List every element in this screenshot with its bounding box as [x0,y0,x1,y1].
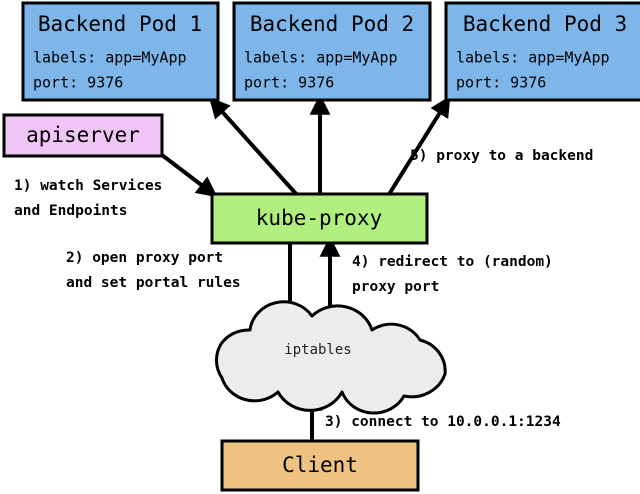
node-iptables[interactable]: iptables [214,300,447,415]
step-label-2: 2) open proxy port and set portal rules [66,250,241,291]
step-label-5: 5) proxy to a backend [410,148,593,164]
pod3-labels: labels: app=MyApp [456,49,610,67]
node-kube-proxy[interactable]: kube-proxy [210,192,429,245]
pod1-labels: labels: app=MyApp [33,49,187,67]
pod3-box [444,1,640,102]
client-title: Client [282,453,358,477]
pod3-port: port: 9376 [456,74,546,92]
step1-line2: and Endpoints [14,203,128,219]
step4-line1: 4) redirect to (random) [352,254,553,270]
step-label-1: 1) watch Services and Endpoints [14,178,162,219]
edge-kubeproxy-to-pod1 [208,97,300,198]
cloud-shape [214,300,447,415]
node-backend-pod-1[interactable]: Backend Pod 1 labels: app=MyApp port: 93… [21,1,220,102]
edge-kubeproxy-to-pod3 [386,95,451,198]
step4-line2: proxy port [352,279,439,295]
step3-line1: 3) connect to 10.0.0.1:1234 [325,414,561,430]
step2-line1: 2) open proxy port [66,250,223,266]
step-label-4: 4) redirect to (random) proxy port [352,254,553,295]
pod2-labels: labels: app=MyApp [244,49,398,67]
client-box [220,439,420,492]
pod2-box [232,1,432,102]
pod1-box [21,1,220,102]
pod1-port: port: 9376 [33,74,123,92]
node-backend-pod-3[interactable]: Backend Pod 3 labels: app=MyApp port: 93… [444,1,640,102]
node-backend-pod-2[interactable]: Backend Pod 2 labels: app=MyApp port: 93… [232,1,432,102]
pod2-port: port: 9376 [244,74,334,92]
step-label-3: 3) connect to 10.0.0.1:1234 [325,414,561,430]
apiserver-title: apiserver [26,123,140,147]
kubeproxy-title: kube-proxy [256,206,382,230]
iptables-label: iptables [284,342,351,358]
step2-line2: and set portal rules [66,275,241,291]
apiserver-box [2,113,164,158]
node-client[interactable]: Client [220,439,420,492]
step1-line1: 1) watch Services [14,178,162,194]
pod1-title: Backend Pod 1 [38,12,202,36]
pod2-title: Backend Pod 2 [250,12,414,36]
kubeproxy-box [210,192,429,245]
edge-apiserver-to-kubeproxy [156,150,218,198]
step5-line1: 5) proxy to a backend [410,148,593,164]
node-apiserver[interactable]: apiserver [2,113,164,158]
pod3-title: Backend Pod 3 [463,12,627,36]
